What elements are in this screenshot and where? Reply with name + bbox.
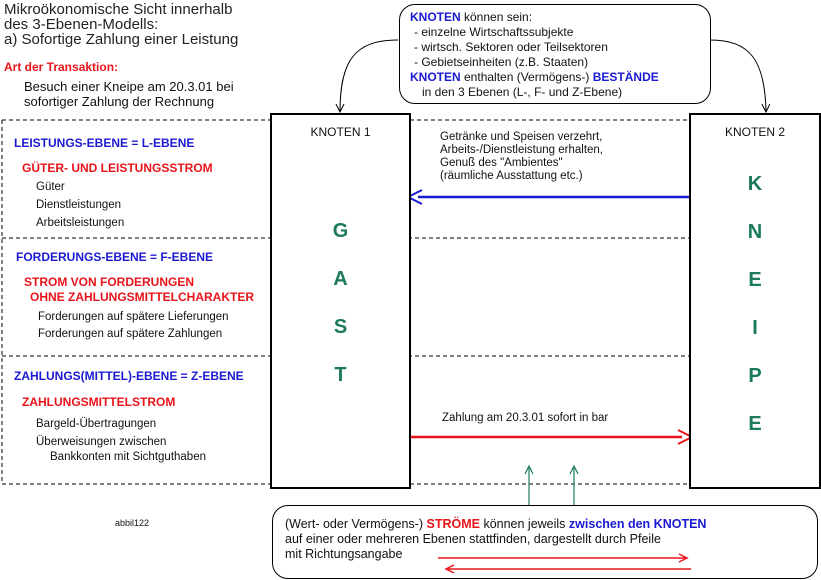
nodes-info-line-5: KNOTEN enthalten (Vermögens-) BESTÄNDE bbox=[410, 70, 705, 85]
node-2-letter-4: I bbox=[752, 317, 758, 339]
streams-info-box: (Wert- oder Vermögens-) STRÖME können je… bbox=[272, 505, 818, 579]
streams-p2: können jeweils bbox=[479, 517, 569, 531]
level-l-heading: LEISTUNGS-EBENE = L-EBENE bbox=[14, 136, 195, 150]
nodes-info-line-1: KNOTEN können sein: bbox=[410, 10, 705, 25]
node-1-letter-2: A bbox=[333, 268, 348, 290]
node-1-letter-4: T bbox=[334, 364, 347, 386]
between-nodes-keyword: zwischen den KNOTEN bbox=[568, 517, 707, 531]
frame-outline bbox=[1, 119, 270, 485]
level-z-heading: ZAHLUNGS(MITTEL)-EBENE = Z-EBENE bbox=[14, 369, 244, 383]
nodes-info-item-1: - einzelne Wirtschaftssubjekte bbox=[414, 25, 574, 39]
level-z-item-2: Überweisungen zwischen bbox=[36, 436, 167, 448]
streams-info-line-1: (Wert- oder Vermögens-) STRÖME können je… bbox=[285, 517, 810, 532]
level-f-items: Forderungen auf spätere Lieferungen Ford… bbox=[38, 309, 229, 343]
level-f-heading: FORDERUNGS-EBENE = F-EBENE bbox=[16, 250, 214, 264]
node-2-letter-1: K bbox=[747, 173, 763, 195]
node-2-box: KNOTEN 2 K N E I P E bbox=[689, 113, 821, 489]
node-1-letter-1: G bbox=[332, 220, 349, 242]
transaction-line-1: Besuch einer Kneipe am 20.3.01 bei bbox=[24, 79, 234, 94]
level-f-stream-2: OHNE ZAHLUNGSMITTELCHARAKTER bbox=[30, 290, 254, 304]
level-z-item-1: Bargeld-Übertragungen bbox=[36, 418, 157, 430]
nodes-info-item-2: - wirtsch. Sektoren oder Teilsektoren bbox=[414, 40, 608, 54]
nodes-info-item-3: - Gebietseinheiten (z.B. Staaten) bbox=[414, 55, 589, 69]
pointer-arrow-2-head bbox=[569, 464, 579, 475]
goods-flow-line-2: Arbeits-/Dienstleistung erhalten, bbox=[440, 144, 603, 156]
goods-flow-line-1: Getränke und Speisen verzehrt, bbox=[440, 131, 603, 143]
figure-code: abbil122 bbox=[115, 518, 150, 528]
node-2-letter-3: E bbox=[748, 269, 762, 291]
nodes-info-line-6: in den 3 Ebenen (L-, F- und Z-Ebene) bbox=[422, 85, 623, 99]
node-1-box: KNOTEN 1 G A S T bbox=[270, 113, 411, 489]
level-z-item-3: Bankkonten mit Sichtguthaben bbox=[50, 451, 206, 463]
level-l-stream: GÜTER- UND LEISTUNGSSTROM bbox=[22, 161, 213, 175]
node-2-letter-5: P bbox=[748, 365, 762, 387]
payment-flow-text: Zahlung am 20.3.01 sofort in bar bbox=[442, 412, 609, 424]
node-2-label: KNOTEN 2 bbox=[724, 125, 785, 139]
node-1-letter-3: S bbox=[333, 316, 348, 338]
streams-info-content: (Wert- oder Vermögens-) STRÖME können je… bbox=[285, 517, 810, 562]
pointer-arrow-1-head bbox=[524, 464, 534, 475]
nodes-info-box: KNOTEN können sein: - einzelne Wirtschaf… bbox=[399, 4, 711, 104]
example-arrow-left-head bbox=[444, 564, 455, 574]
node-1-label: KNOTEN 1 bbox=[310, 125, 371, 139]
level-l-item-2: Dienstleistungen bbox=[36, 199, 122, 211]
goods-flow-line-4: (räumliche Ausstattung etc.) bbox=[440, 170, 583, 182]
level-l-items: Güter Dienstleistungen Arbeitsleistungen bbox=[36, 178, 124, 232]
streams-info-line-3: mit Richtungsangabe bbox=[285, 547, 403, 561]
streams-example-arrows bbox=[438, 553, 691, 574]
stocks-keyword: BESTÄNDE bbox=[592, 70, 659, 84]
transaction-line-2: sofortiger Zahlung der Rechnung bbox=[24, 94, 215, 109]
title-line-2: des 3-Ebenen-Modells: bbox=[4, 16, 159, 33]
goods-flow-line-3: Genuß des "Ambientes" bbox=[440, 157, 563, 169]
example-arrow-right-head bbox=[678, 553, 689, 563]
streams-info-line-2: auf einer oder mehreren Ebenen stattfind… bbox=[285, 532, 661, 546]
level-f-item-2: Forderungen auf spätere Zahlungen bbox=[38, 328, 223, 340]
title-line-3: a) Sofortige Zahlung einer Leistung bbox=[4, 31, 239, 48]
goods-flow-text: Getränke und Speisen verzehrt, Arbeits-/… bbox=[440, 131, 603, 183]
connector-left-arrow bbox=[340, 39, 399, 112]
level-f-item-1: Forderungen auf spätere Lieferungen bbox=[38, 311, 229, 323]
transaction-description: Besuch einer Kneipe am 20.3.01 bei sofor… bbox=[24, 79, 234, 109]
node-2-letter-6: E bbox=[748, 413, 762, 435]
streams-keyword: STRÖME bbox=[426, 517, 480, 531]
level-z-stream: ZAHLUNGSMITTELSTROM bbox=[22, 395, 176, 409]
node-2-letter-2: N bbox=[747, 221, 763, 243]
diagram-title: Mikroökonomische Sicht innerhalb des 3-E… bbox=[4, 2, 238, 47]
level-l-item-1: Güter bbox=[36, 181, 65, 193]
nodes-info-l1-rest: können sein: bbox=[460, 10, 533, 24]
connector-right-arrow bbox=[709, 39, 766, 112]
level-z-items: Bargeld-Übertragungen Überweisungen zwis… bbox=[36, 417, 206, 465]
level-f-stream-1: STROM VON FORDERUNGEN bbox=[24, 275, 195, 289]
nodes-info-l5-mid: enthalten (Vermögens-) bbox=[460, 70, 593, 84]
title-line-1: Mikroökonomische Sicht innerhalb bbox=[4, 1, 233, 18]
nodes-info-content: KNOTEN können sein: - einzelne Wirtschaf… bbox=[410, 10, 705, 100]
nodes-keyword-2: KNOTEN bbox=[410, 70, 461, 84]
streams-p1: (Wert- oder Vermögens-) bbox=[285, 517, 427, 531]
nodes-keyword: KNOTEN bbox=[410, 10, 461, 24]
transaction-label: Art der Transaktion: bbox=[4, 60, 119, 74]
level-l-item-3: Arbeitsleistungen bbox=[36, 217, 125, 229]
